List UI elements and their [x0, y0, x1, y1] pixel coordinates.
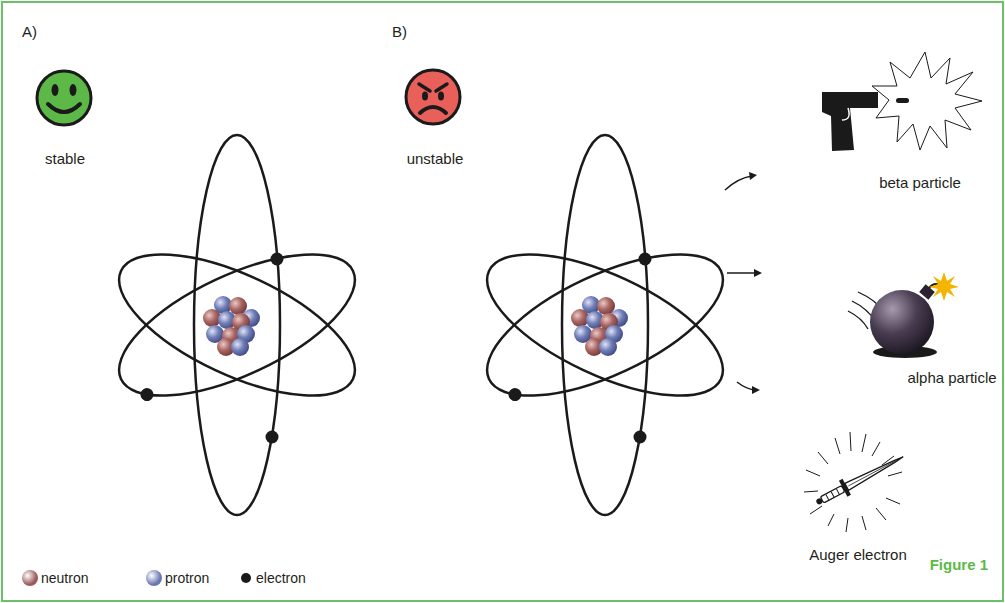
- particle-label: beta particle: [879, 174, 961, 192]
- legend-swatch: [22, 570, 38, 586]
- legend-text: neutron: [41, 570, 88, 587]
- particle-label: Auger electron: [809, 546, 907, 564]
- state-label: unstable: [407, 150, 464, 168]
- panel-letter: A): [22, 23, 37, 41]
- legend-text: protron: [165, 570, 209, 587]
- particle-label: alpha particle: [907, 369, 996, 387]
- legend-swatch: [146, 570, 162, 586]
- legend-swatch: [241, 573, 251, 583]
- panel-letter: B): [392, 23, 407, 41]
- legend-text: electron: [256, 570, 306, 587]
- state-label: stable: [45, 150, 85, 168]
- figure-number: Figure 1: [930, 556, 988, 574]
